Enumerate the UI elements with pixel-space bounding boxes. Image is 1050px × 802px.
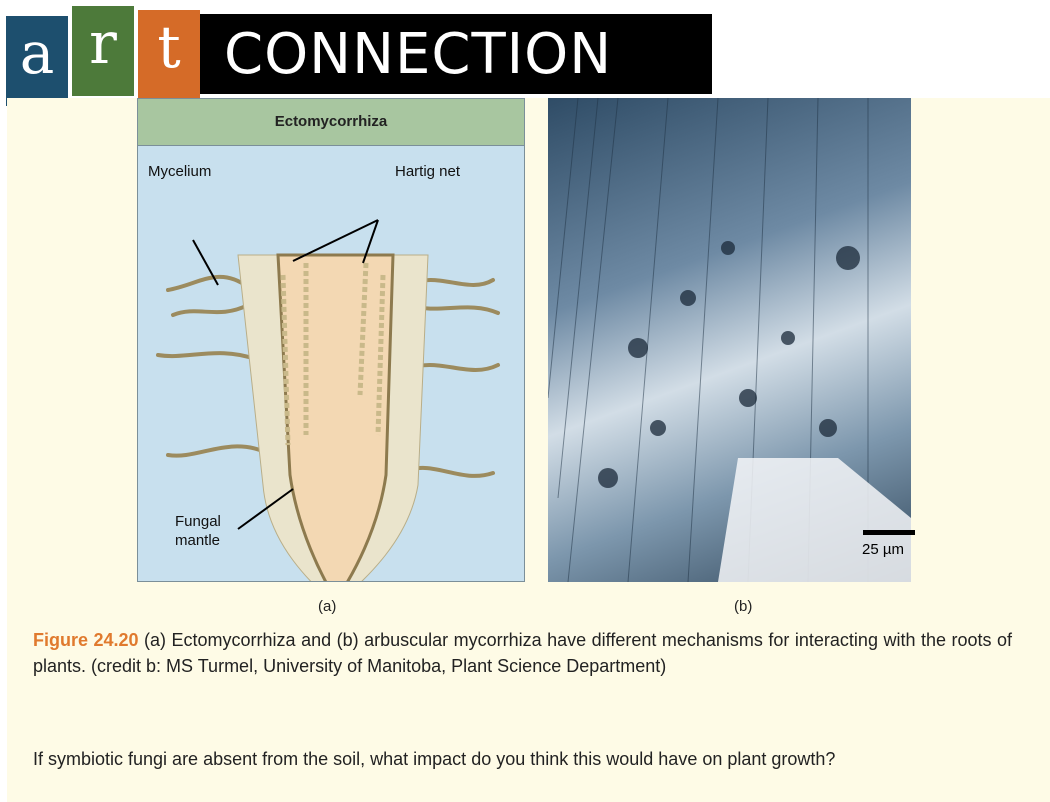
fungal-mantle-label-1: Fungal xyxy=(175,513,221,530)
banner-word: CONNECTION xyxy=(224,20,612,90)
micrograph-texture xyxy=(548,98,911,582)
banner-letter-a: a xyxy=(6,16,68,106)
panel-label-b: (b) xyxy=(734,598,752,615)
art-connection-question: If symbiotic fungi are absent from the s… xyxy=(33,746,1012,772)
mycelium-label: Mycelium xyxy=(148,163,211,180)
figure-a-title: Ectomycorrhiza xyxy=(138,99,524,146)
scale-bar xyxy=(863,530,915,535)
art-connection-banner: a r t CONNECTION xyxy=(0,0,712,98)
caption-text: (a) Ectomycorrhiza and (b) arbuscular my… xyxy=(33,630,1012,676)
scale-label: 25 µm xyxy=(862,541,904,558)
panel-label-a: (a) xyxy=(318,598,336,615)
figure-caption: Figure 24.20 (a) Ectomycorrhiza and (b) … xyxy=(33,627,1012,679)
figure-b-micrograph xyxy=(548,98,911,582)
hartig-net-label: Hartig net xyxy=(395,163,460,180)
fungal-mantle-label-2: mantle xyxy=(175,532,220,549)
banner-letter-t: t xyxy=(138,10,200,100)
figure-number: Figure 24.20 xyxy=(33,630,139,650)
banner-letter-r: r xyxy=(72,6,134,96)
